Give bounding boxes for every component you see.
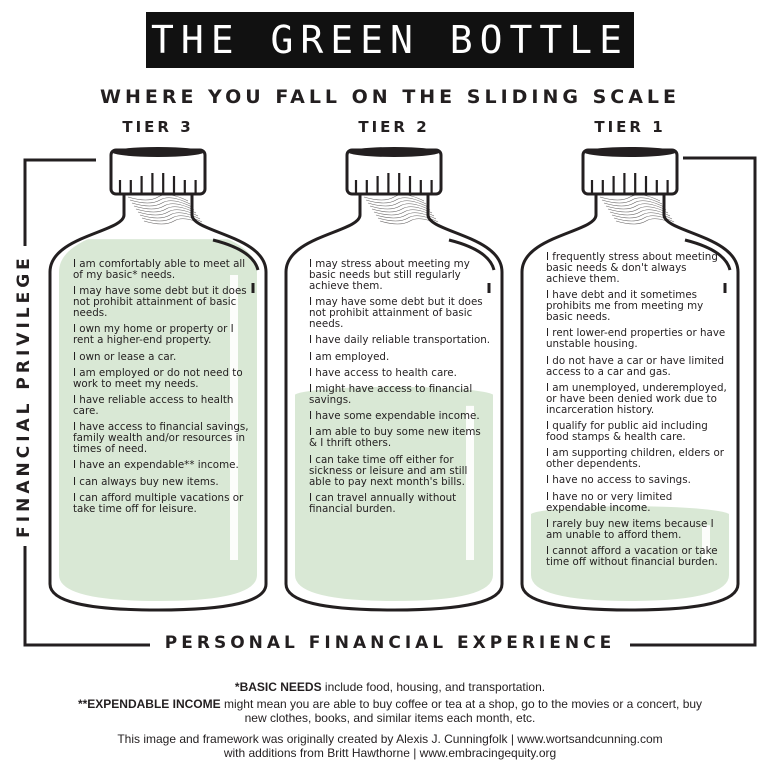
neck-hatch-line bbox=[129, 197, 191, 205]
basic-needs-footnote: *BASIC NEEDS include food, housing, and … bbox=[0, 680, 780, 694]
neck-hatch-line bbox=[611, 212, 673, 220]
tier-item: I own my home or property or I rent a hi… bbox=[73, 323, 234, 347]
tier-item: I have an expendable** income. bbox=[73, 459, 239, 472]
tier-item: I can always buy new items. bbox=[73, 475, 219, 488]
tier-item: I can take time off either for sickness … bbox=[309, 453, 468, 488]
tier-item: I may stress about meeting my basic need… bbox=[309, 258, 470, 292]
tier-item: I do not have a car or have limited acce… bbox=[546, 354, 725, 378]
bottle-outline bbox=[48, 191, 268, 612]
neck-hatch-line bbox=[363, 194, 425, 202]
expendable-income-text: might mean you are able to buy coffee or… bbox=[220, 697, 703, 725]
liquid-fill bbox=[531, 506, 729, 601]
tier-item: I have some expendable income. bbox=[309, 410, 480, 423]
bottle-cap-icon bbox=[581, 147, 679, 196]
tier-item: I am employed or do not need to work to … bbox=[73, 366, 243, 390]
tier-item: I am employed. bbox=[309, 350, 390, 363]
page-title: THE GREEN BOTTLE bbox=[146, 12, 634, 68]
tier-item: I am comfortably able to meet all of my … bbox=[73, 258, 246, 281]
financial-privilege-axis-label: FINANCIAL PRIVILEGE bbox=[14, 246, 34, 546]
tier-item: I have no or very limited expendable inc… bbox=[546, 490, 673, 514]
bottle-outline bbox=[284, 191, 504, 612]
neck-hatch-line bbox=[371, 206, 433, 214]
neck-hatch-line bbox=[133, 203, 195, 211]
neck-hatch-line bbox=[365, 197, 427, 205]
neck-hatch-line bbox=[603, 200, 665, 208]
basic-needs-term: *BASIC NEEDS bbox=[234, 680, 322, 694]
neck-hatch-line bbox=[605, 203, 667, 211]
neck-hatch-line bbox=[367, 200, 429, 208]
tier-item: I have daily reliable transportation. bbox=[309, 334, 491, 347]
credit-line-2: with additions from Britt Hawthorne | ww… bbox=[223, 746, 557, 760]
tier-item: I am unemployed, underemployed, or have … bbox=[546, 381, 727, 416]
tier-item: I rarely buy new items because I am unab… bbox=[546, 517, 714, 541]
bottle-cap-icon bbox=[345, 147, 443, 196]
tier-item: I have no access to savings. bbox=[546, 474, 691, 487]
tier-3-label: TIER 3 bbox=[122, 118, 194, 136]
tier-item: I cannot afford a vacation or take time … bbox=[546, 544, 718, 568]
subtitle: WHERE YOU FALL ON THE SLIDING SCALE bbox=[99, 86, 681, 108]
neck-hatch-line bbox=[139, 212, 201, 220]
neck-hatch-line bbox=[601, 197, 663, 205]
gleam-mark bbox=[684, 238, 732, 271]
neck-hatch-line bbox=[137, 209, 199, 217]
tier-item: I may have some debt but it does not pro… bbox=[309, 296, 483, 331]
tier-item: I am supporting children, elders or othe… bbox=[546, 447, 724, 471]
neck-hatch-line bbox=[135, 206, 197, 214]
tier-item: I might have access to financial savings… bbox=[309, 382, 473, 406]
tier-item: I have debt and it sometimes prohibits m… bbox=[546, 289, 704, 324]
expendable-income-footnote: **EXPENDABLE INCOME might mean you are a… bbox=[75, 697, 705, 725]
tier-3-list: I am comfortably able to meet all of my … bbox=[73, 259, 255, 520]
tier-item: I rent lower-end properties or have unst… bbox=[546, 327, 726, 351]
neck-hatch-line bbox=[127, 194, 189, 202]
tier-item: I may have some debt but it does not pro… bbox=[73, 285, 247, 320]
liquid-fill bbox=[59, 239, 257, 601]
tier-item: I qualify for public aid including food … bbox=[546, 419, 708, 443]
neck-hatch-line bbox=[607, 206, 669, 214]
tier-item: I am able to buy some new items & I thri… bbox=[309, 426, 481, 450]
bottle-tier-1 bbox=[520, 147, 740, 612]
tier-item: I have reliable access to health care. bbox=[73, 393, 234, 417]
gleam-mark bbox=[212, 238, 260, 271]
neck-hatch-line bbox=[369, 203, 431, 211]
neck-hatch-line bbox=[609, 209, 671, 217]
tier-2-label: TIER 2 bbox=[358, 118, 430, 136]
right-bracket-line bbox=[630, 156, 757, 647]
tier-item: I can travel annually without financial … bbox=[309, 491, 457, 515]
bottle-tier-2 bbox=[284, 147, 504, 612]
neck-hatch-line bbox=[375, 212, 437, 220]
gleam-mark bbox=[448, 238, 496, 271]
tier-2-list: I may stress about meeting my basic need… bbox=[309, 259, 491, 520]
personal-financial-experience-axis-label: PERSONAL FINANCIAL EXPERIENCE bbox=[155, 633, 625, 653]
basic-needs-text: include food, housing, and transportatio… bbox=[321, 680, 546, 694]
bottle-outline bbox=[520, 191, 740, 612]
neck-hatch-line bbox=[131, 200, 193, 208]
tier-item: I have access to financial savings, fami… bbox=[73, 421, 249, 456]
neck-hatch-line bbox=[599, 194, 661, 202]
tier-item: I have access to health care. bbox=[309, 366, 457, 379]
bottle-cap-icon bbox=[109, 147, 207, 196]
tier-1-label: TIER 1 bbox=[594, 118, 666, 136]
liquid-fill bbox=[295, 386, 493, 601]
expendable-income-term: **EXPENDABLE INCOME bbox=[77, 697, 221, 711]
credit-line-1: This image and framework was originally … bbox=[117, 732, 663, 746]
tier-item: I frequently stress about meeting basic … bbox=[546, 251, 718, 285]
tier-1-list: I frequently stress about meeting basic … bbox=[546, 252, 728, 573]
bottle-tier-3 bbox=[48, 147, 268, 612]
neck-hatch-line bbox=[373, 209, 435, 217]
tier-item: I own or lease a car. bbox=[73, 350, 177, 363]
tier-item: I can afford multiple vacations or take … bbox=[73, 491, 244, 515]
